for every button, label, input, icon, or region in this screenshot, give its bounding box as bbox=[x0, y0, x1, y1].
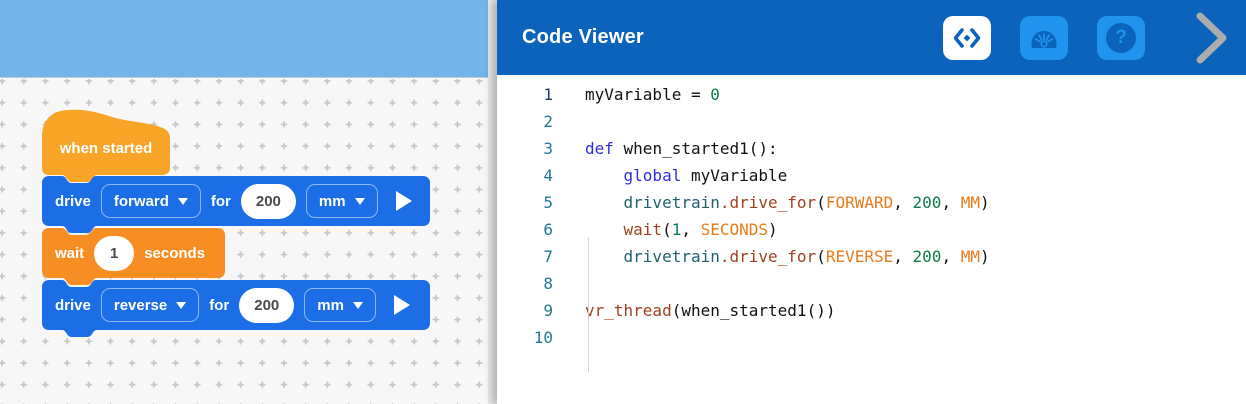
code-text: def when_started1(): bbox=[585, 139, 778, 158]
distance-value: 200 bbox=[254, 296, 280, 314]
help-button[interactable]: ? bbox=[1097, 15, 1145, 60]
block-drive-reverse[interactable]: drive reverse for 200 mm bbox=[42, 280, 430, 339]
line-number: 10 bbox=[533, 328, 553, 347]
panel-title: Code Viewer bbox=[522, 26, 644, 48]
code-area: 1 myVariable = 0 2 3 def when_started1(): 4 g… bbox=[497, 75, 1246, 404]
code-lines: 1 myVariable = 0 2 3 def when_started1(): 4 g… bbox=[497, 81, 1246, 351]
chevron-down-icon bbox=[352, 301, 363, 309]
distance-input[interactable]: 200 bbox=[239, 287, 295, 323]
line-number: 7 bbox=[543, 247, 553, 266]
code-line: 6 wait(1, SECONDS) bbox=[497, 216, 1246, 243]
line-number: 9 bbox=[543, 301, 553, 320]
code-viewer-panel: Code Viewer bbox=[497, 0, 1246, 404]
line-number: 4 bbox=[543, 166, 553, 185]
duration-value: 1 bbox=[110, 244, 119, 262]
code-line: 1 myVariable = 0 bbox=[497, 81, 1246, 108]
line-number: 8 bbox=[543, 274, 553, 293]
code-text bbox=[553, 324, 585, 351]
code-line: 10 bbox=[497, 324, 1246, 351]
unit-dropdown[interactable]: mm bbox=[305, 184, 378, 218]
workspace-toolbar bbox=[0, 0, 497, 78]
distance-value: 200 bbox=[255, 192, 281, 210]
dashboard-gauge-icon bbox=[1031, 30, 1057, 48]
for-label: for bbox=[210, 192, 231, 210]
direction-dropdown[interactable]: reverse bbox=[100, 288, 200, 322]
unit-dropdown[interactable]: mm bbox=[304, 288, 376, 322]
code-text: myVariable = 0 bbox=[585, 85, 720, 104]
stack-block-shape bbox=[42, 280, 430, 337]
chevron-down-icon bbox=[354, 197, 365, 205]
code-text bbox=[553, 108, 585, 135]
code-line: 7 drivetrain.drive_for(REVERSE, 200, MM) bbox=[497, 243, 1246, 270]
code-text: drivetrain.drive_for(FORWARD, 200, MM) bbox=[623, 193, 990, 212]
collapse-panel-button[interactable] bbox=[1192, 10, 1232, 66]
help-glyph: ? bbox=[1115, 26, 1127, 48]
hat-block-shape bbox=[42, 109, 170, 182]
code-text: vr_thread(when_started1()) bbox=[585, 301, 836, 320]
panel-divider[interactable] bbox=[488, 0, 497, 404]
code-text: drivetrain.drive_for(REVERSE, 200, MM) bbox=[623, 247, 990, 266]
code-line: 8 bbox=[497, 270, 1246, 297]
code-view-button[interactable] bbox=[943, 15, 991, 60]
code-viewer-header: Code Viewer bbox=[497, 0, 1246, 75]
chevron-down-icon bbox=[176, 301, 187, 309]
code-line: 4 global myVariable bbox=[497, 162, 1246, 189]
run-block-icon[interactable] bbox=[393, 295, 410, 315]
code-text: wait(1, SECONDS) bbox=[623, 220, 778, 239]
direction-value: forward bbox=[113, 192, 169, 210]
unit-value: mm bbox=[318, 192, 346, 210]
chevron-right-icon bbox=[1196, 12, 1227, 63]
direction-dropdown[interactable]: forward bbox=[100, 184, 201, 218]
drive-label: drive bbox=[55, 296, 91, 314]
duration-input[interactable]: 1 bbox=[94, 235, 135, 271]
code-line: 9 vr_thread(when_started1()) bbox=[497, 297, 1246, 324]
block-when-started[interactable]: when started bbox=[42, 108, 170, 183]
code-line: 3 def when_started1(): bbox=[497, 135, 1246, 162]
block-workspace: when started drive forward for 200 mm bbox=[0, 0, 497, 404]
seconds-label: seconds bbox=[144, 244, 206, 262]
distance-input[interactable]: 200 bbox=[240, 183, 296, 219]
when-started-label: when started bbox=[59, 140, 153, 157]
code-line: 5 drivetrain.drive_for(FORWARD, 200, MM) bbox=[497, 189, 1246, 216]
stack-block-shape bbox=[42, 176, 430, 233]
line-number: 3 bbox=[543, 139, 553, 158]
code-icon bbox=[953, 27, 981, 48]
indent-guide bbox=[588, 237, 589, 372]
run-block-icon[interactable] bbox=[395, 191, 412, 211]
line-number: 1 bbox=[543, 85, 553, 104]
code-text bbox=[553, 270, 585, 297]
header-buttons: ? bbox=[943, 10, 1234, 66]
direction-value: reverse bbox=[113, 296, 168, 314]
help-icon: ? bbox=[1106, 22, 1136, 53]
line-number: 5 bbox=[543, 193, 553, 212]
chevron-down-icon bbox=[177, 197, 188, 205]
code-text: global myVariable bbox=[623, 166, 788, 185]
unit-value: mm bbox=[317, 296, 344, 314]
code-line: 2 bbox=[497, 108, 1246, 135]
line-number: 2 bbox=[543, 112, 553, 131]
line-number: 6 bbox=[543, 220, 553, 239]
block-wait[interactable]: wait 1 seconds bbox=[42, 228, 225, 287]
wait-label: wait bbox=[55, 244, 85, 262]
block-drive-forward[interactable]: drive forward for 200 mm bbox=[42, 176, 430, 235]
drive-label: drive bbox=[55, 192, 91, 210]
for-label: for bbox=[209, 296, 230, 314]
dashboard-button[interactable] bbox=[1020, 15, 1068, 60]
